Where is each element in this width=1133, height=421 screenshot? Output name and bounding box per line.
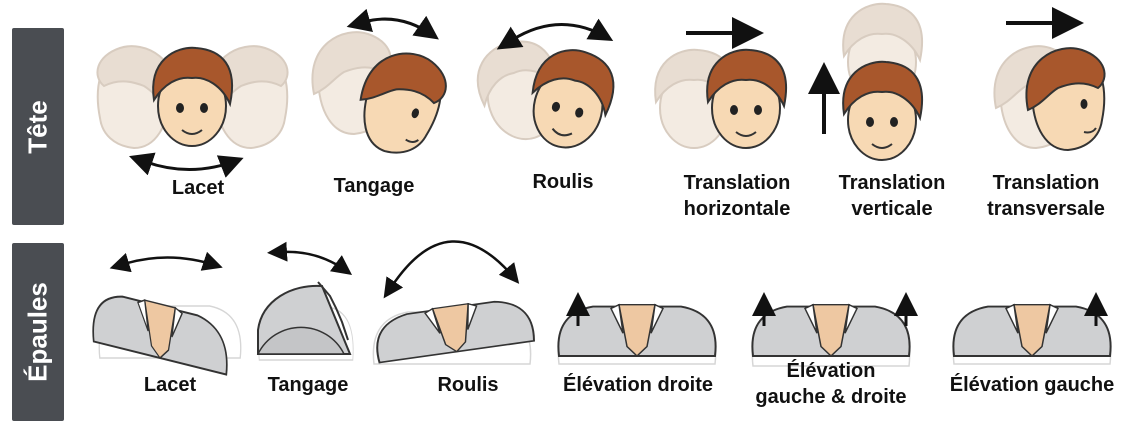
shoulders-yaw-illustration [93, 257, 241, 374]
head-horizontal-translation-illustration [655, 33, 786, 148]
shoulders-label-right-elevation: Élévation droite [546, 372, 730, 398]
shoulders-label-left-elevation: Élévation gauche [936, 372, 1128, 398]
head-label-yaw: Lacet [148, 175, 248, 201]
shoulders-label-yaw: Lacet [120, 372, 220, 398]
shoulders-roll-illustration [372, 241, 534, 364]
shoulders-both-elevation-illustration [752, 298, 909, 366]
head-vertical-translation-illustration [824, 4, 922, 160]
head-transverse-translation-illustration [994, 23, 1104, 150]
head-pitch-illustration [312, 19, 453, 163]
shoulders-left-elevation-illustration [953, 298, 1110, 364]
head-label-pitch: Tangage [316, 173, 432, 199]
shoulders-label-roll: Roulis [418, 372, 518, 398]
head-label-roll: Roulis [508, 169, 618, 195]
shoulders-label-pitch: Tangage [250, 372, 366, 398]
pitch-curved-arrow [364, 19, 434, 36]
shoulder-roll-arrow [392, 241, 516, 286]
shoulder-pitch-arrow [282, 252, 348, 272]
shoulders-right-elevation-illustration [558, 298, 715, 364]
yaw-curved-arrow [146, 160, 238, 170]
shoulders-pitch-illustration [258, 252, 353, 360]
shoulder-yaw-arrow [124, 257, 218, 266]
roll-curved-arrow [512, 24, 608, 40]
head-roll-illustration [468, 24, 621, 156]
head-yaw-illustration [97, 46, 287, 169]
